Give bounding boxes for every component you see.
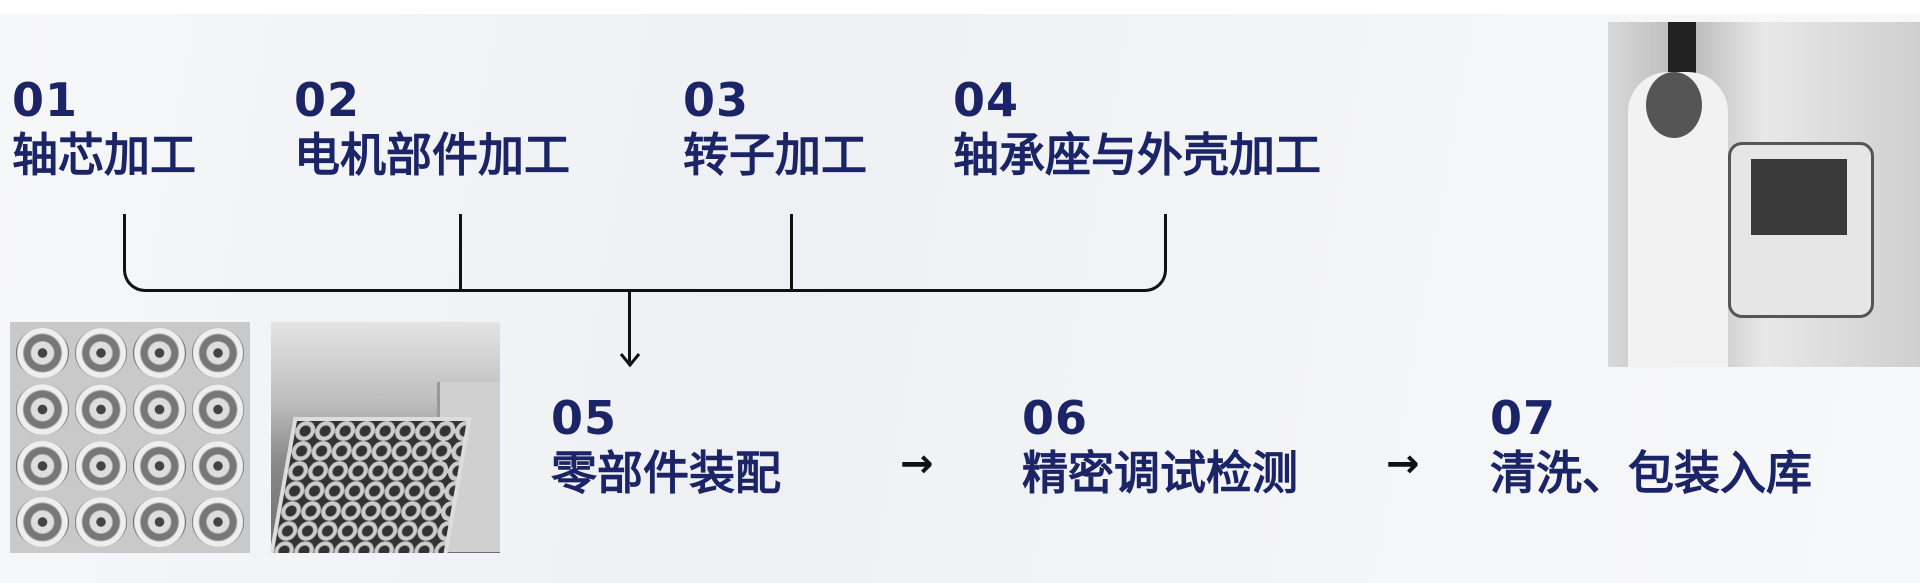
step-04: 04 轴承座与外壳加工 [953,74,1321,184]
step-number: 05 [551,391,618,445]
step-label: 清洗、包装入库 [1490,446,1812,500]
arrow-right-icon: → [1386,441,1420,487]
step-number: 03 [683,73,750,127]
bracket-connector [123,214,1167,292]
arrow-down-icon [619,353,641,368]
step-02: 02 电机部件加工 [294,74,570,184]
step-label: 轴芯加工 [12,128,196,182]
step-number: 04 [953,73,1020,127]
connector-line-02 [459,214,462,291]
step-01: 01 轴芯加工 [12,74,196,184]
arrow-right-icon: → [900,441,934,487]
step-label: 电机部件加工 [294,128,570,182]
impellers-photo [10,322,250,553]
step-number: 06 [1022,391,1089,445]
parts-bin-photo [271,322,500,553]
step-number: 01 [12,73,79,127]
step-label: 转子加工 [683,128,867,182]
step-06: 06 精密调试检测 [1022,392,1298,502]
step-03: 03 转子加工 [683,74,867,184]
connector-line-03 [790,214,793,291]
step-07: 07 清洗、包装入库 [1490,392,1812,502]
step-number: 02 [294,73,361,127]
cnc-operator-photo [1608,22,1920,367]
top-band [0,0,1920,14]
connector-down-line [628,290,631,362]
step-05: 05 零部件装配 [551,392,781,502]
step-label: 轴承座与外壳加工 [953,128,1321,182]
step-label: 零部件装配 [551,446,781,500]
step-label: 精密调试检测 [1022,446,1298,500]
step-number: 07 [1490,391,1557,445]
